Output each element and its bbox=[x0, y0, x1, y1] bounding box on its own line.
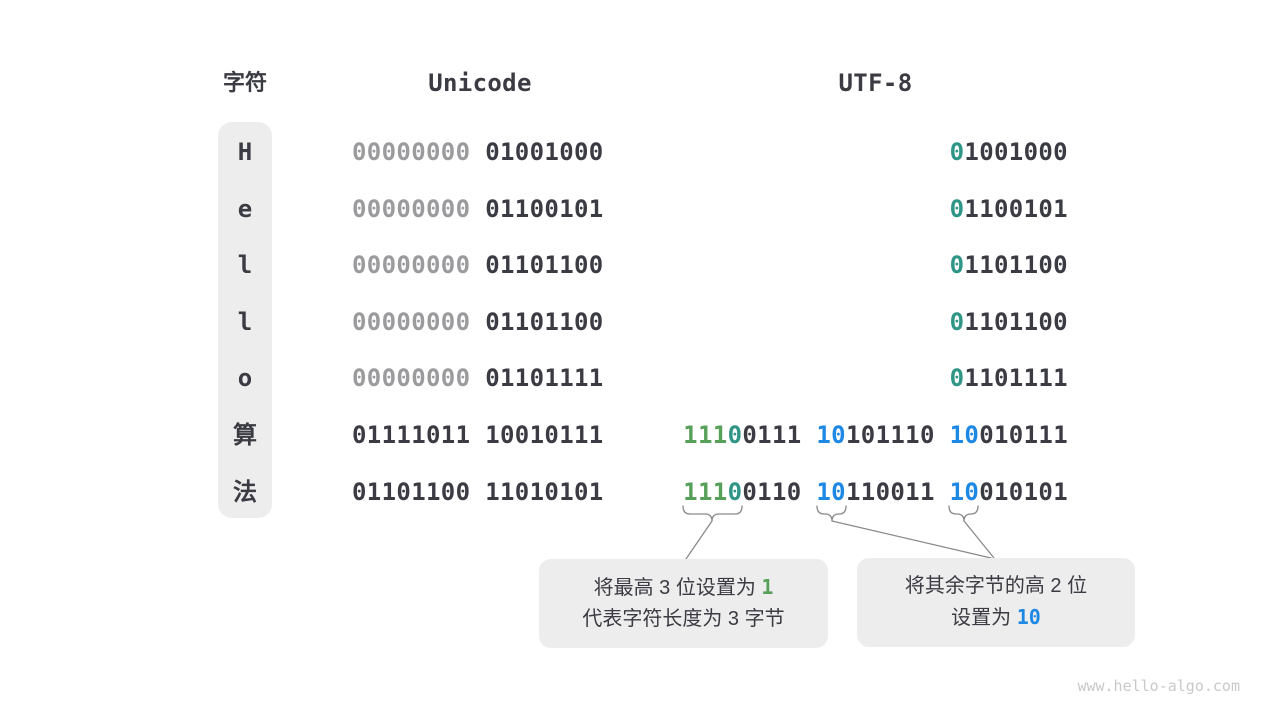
character-cell: 算 bbox=[233, 421, 257, 449]
bit-segment: 01101100 11010101 bbox=[352, 478, 604, 506]
bit-segment: 00000000 bbox=[352, 364, 486, 392]
callout-continuation-byte-line2: 设置为 10 bbox=[951, 602, 1041, 634]
bit-segment: 0110 bbox=[742, 478, 817, 506]
bit-segment: 111 bbox=[683, 478, 728, 506]
brace-first-byte-prefix bbox=[682, 505, 743, 522]
bit-segment: 101110 bbox=[845, 421, 950, 449]
bit-segment: 0111 bbox=[742, 421, 817, 449]
bit-segment: 1100101 bbox=[964, 195, 1068, 223]
bit-segment: 0 bbox=[949, 308, 965, 336]
bit-segment: 1 bbox=[761, 575, 774, 599]
bit-segment: 设置为 bbox=[951, 607, 1017, 629]
character-cell: l bbox=[237, 308, 253, 336]
brace-second-byte-prefix bbox=[816, 505, 847, 522]
utf8-bits: 01101100 bbox=[683, 305, 1068, 339]
column-header-utf8: UTF-8 bbox=[838, 69, 913, 97]
bit-segment: 01101100 bbox=[485, 251, 604, 279]
utf8-bits: 01100101 bbox=[683, 192, 1068, 226]
bit-segment: 0 bbox=[949, 364, 965, 392]
bit-segment: 1101100 bbox=[964, 251, 1068, 279]
bit-segment: 00000000 bbox=[352, 251, 486, 279]
callout-leading-byte-line2: 代表字符长度为 3 字节 bbox=[582, 604, 784, 635]
bit-segment: 01101100 bbox=[485, 308, 604, 336]
column-header-unicode: Unicode bbox=[428, 69, 532, 97]
character-cell: H bbox=[237, 138, 253, 166]
bit-segment: 01111011 10010111 bbox=[352, 421, 604, 449]
connector-line-first-byte bbox=[685, 520, 713, 560]
unicode-bits: 01101100 11010101 bbox=[352, 475, 622, 509]
bit-segment: 010111 bbox=[979, 421, 1068, 449]
callout-continuation-byte-line1: 将其余字节的高 2 位 bbox=[905, 571, 1087, 602]
unicode-bits: 00000000 01101111 bbox=[352, 361, 622, 395]
unicode-bits: 01111011 10010111 bbox=[352, 418, 622, 452]
callout-leading-byte-rule: 将最高 3 位设置为 1 代表字符长度为 3 字节 bbox=[539, 559, 828, 648]
character-cell: e bbox=[237, 195, 253, 223]
bit-segment: 0 bbox=[727, 478, 743, 506]
callout-leading-byte-line1: 将最高 3 位设置为 1 bbox=[594, 572, 774, 604]
utf8-bits: 01101100 bbox=[683, 248, 1068, 282]
bit-segment: 10 bbox=[949, 421, 980, 449]
bit-segment: 00000000 bbox=[352, 308, 486, 336]
character-cell: l bbox=[237, 251, 253, 279]
watermark: www.hello-algo.com bbox=[1077, 677, 1240, 695]
utf8-bits: 01001000 bbox=[683, 135, 1068, 169]
bit-segment: 00000000 bbox=[352, 195, 486, 223]
character-cell: o bbox=[237, 364, 253, 392]
bit-segment: 00000000 bbox=[352, 138, 486, 166]
bit-segment: 0 bbox=[727, 421, 743, 449]
utf8-bits: 11100110 10110011 10010101 bbox=[683, 475, 1068, 509]
bit-segment: 010101 bbox=[979, 478, 1068, 506]
bit-segment: 将其余字节的高 2 位 bbox=[904, 575, 1088, 597]
bit-segment: 01001000 bbox=[485, 138, 604, 166]
bit-segment: 10 bbox=[816, 421, 846, 449]
connector-line-second-byte bbox=[831, 520, 992, 559]
bit-segment: 代表字符长度为 3 字节 bbox=[582, 608, 785, 630]
bit-segment: 1101100 bbox=[964, 308, 1068, 336]
bit-segment: 10 bbox=[816, 478, 846, 506]
character-cell: 法 bbox=[233, 478, 257, 506]
bit-segment: 10 bbox=[949, 478, 980, 506]
bit-segment: 1001000 bbox=[964, 138, 1068, 166]
connector-line-third-byte bbox=[963, 520, 995, 559]
bit-segment: 111 bbox=[683, 421, 728, 449]
unicode-bits: 00000000 01101100 bbox=[352, 248, 622, 282]
callout-continuation-byte-rule: 将其余字节的高 2 位 设置为 10 bbox=[857, 558, 1135, 647]
unicode-bits: 00000000 01101100 bbox=[352, 305, 622, 339]
utf8-bits: 11100111 10101110 10010111 bbox=[683, 418, 1068, 452]
unicode-bits: 00000000 01100101 bbox=[352, 192, 622, 226]
bit-segment: 0 bbox=[949, 251, 965, 279]
bit-segment: 1101111 bbox=[964, 364, 1068, 392]
bit-segment: 将最高 3 位设置为 bbox=[593, 577, 762, 599]
bit-segment: 01101111 bbox=[485, 364, 604, 392]
column-header-character: 字符 bbox=[222, 70, 267, 95]
bit-segment: 110011 bbox=[845, 478, 950, 506]
bit-segment: 10 bbox=[1016, 605, 1041, 629]
brace-third-byte-prefix bbox=[948, 505, 979, 522]
char-column-background bbox=[218, 122, 272, 518]
bit-segment: 01100101 bbox=[485, 195, 604, 223]
bit-segment: 0 bbox=[949, 138, 965, 166]
utf8-bits: 01101111 bbox=[683, 361, 1068, 395]
bit-segment: 0 bbox=[949, 195, 965, 223]
unicode-bits: 00000000 01001000 bbox=[352, 135, 622, 169]
